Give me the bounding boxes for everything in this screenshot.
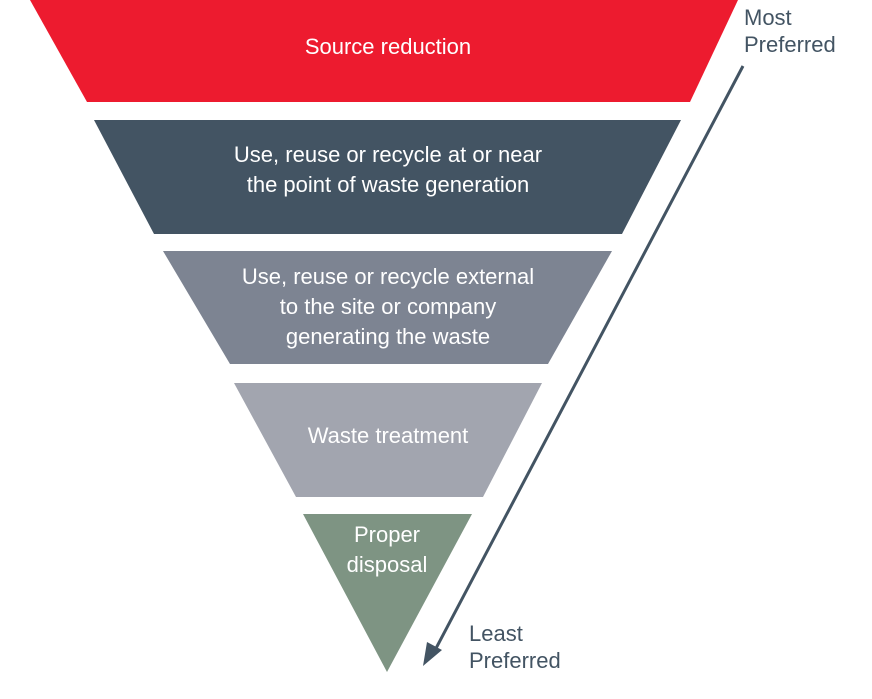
preference-arrow-line: [431, 65, 745, 655]
least-preferred-label: Least Preferred: [469, 620, 561, 674]
tier-label-external-reuse: Use, reuse or recycle external to the si…: [188, 262, 588, 352]
tier-shape-waste-treatment: [234, 383, 542, 497]
tier-shape-source-reduction: [30, 0, 738, 102]
tier-label-line: to the site or company: [279, 294, 497, 319]
tier-label-line: Waste treatment: [307, 423, 469, 448]
tier-label-onsite-reuse: Use, reuse or recycle at or near the poi…: [188, 140, 588, 200]
most-preferred-label: Most Preferred: [744, 4, 836, 58]
tier-label-line: Use, reuse or recycle external: [241, 264, 535, 289]
tier-label-source-reduction: Source reduction: [188, 32, 588, 62]
tier-label-waste-treatment: Waste treatment: [188, 421, 588, 451]
most-preferred-line: Most: [744, 5, 792, 30]
tier-label-line: the point of waste generation: [246, 172, 530, 197]
least-preferred-line: Least: [469, 621, 523, 646]
tier-label-line: Use, reuse or recycle at or near: [233, 142, 543, 167]
tier-label-line: generating the waste: [285, 324, 491, 349]
tier-label-line: Proper: [353, 522, 421, 547]
tier-shape-proper-disposal: [303, 514, 472, 672]
least-preferred-line: Preferred: [469, 648, 561, 673]
most-preferred-line: Preferred: [744, 32, 836, 57]
tier-shape-external-reuse: [163, 251, 612, 364]
tier-label-line: Source reduction: [304, 34, 472, 59]
tier-label-line: disposal: [346, 552, 428, 577]
tier-shape-onsite-reuse: [94, 120, 681, 234]
preference-arrow-head-icon: [423, 642, 442, 666]
tier-label-proper-disposal: Proper disposal: [287, 520, 487, 580]
